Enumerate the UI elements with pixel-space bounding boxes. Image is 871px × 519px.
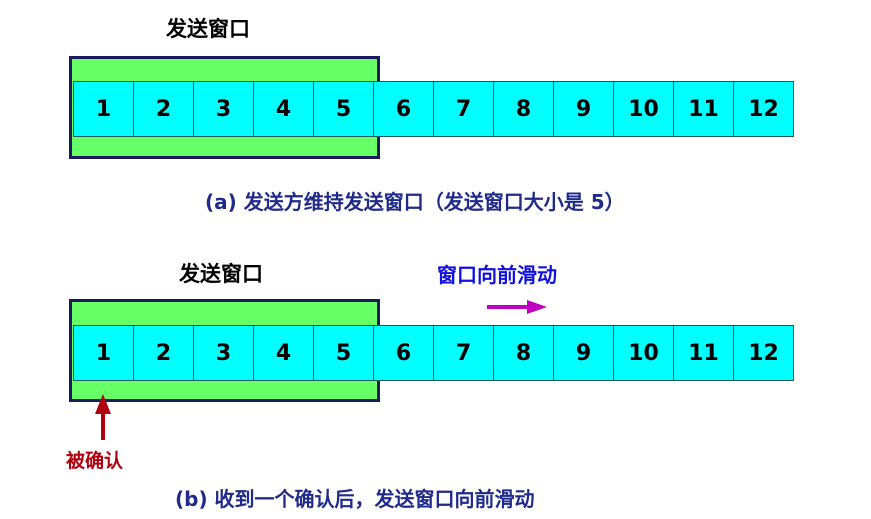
sequence-cell-a-8: 8: [493, 81, 554, 137]
sequence-cell-b-9: 9: [553, 325, 614, 381]
caption-b: (b) 收到一个确认后，发送窗口向前滑动: [175, 487, 535, 511]
sequence-cell-b-1: 1: [73, 325, 134, 381]
sequence-cell-a-12: 12: [733, 81, 794, 137]
sequence-cell-a-5: 5: [313, 81, 374, 137]
window-label-a: 发送窗口: [166, 17, 250, 41]
sequence-cell-b-7: 7: [433, 325, 494, 381]
sequence-cell-a-2: 2: [133, 81, 194, 137]
up-arrow-icon: [95, 394, 111, 440]
slide-label: 窗口向前滑动: [437, 263, 557, 287]
sequence-cell-a-1: 1: [73, 81, 134, 137]
sequence-cell-b-4: 4: [253, 325, 314, 381]
right-arrow-icon: [487, 300, 547, 314]
caption-a: (a) 发送方维持发送窗口（发送窗口大小是 5）: [205, 190, 625, 214]
window-label-b: 发送窗口: [179, 262, 263, 286]
sequence-cell-a-9: 9: [553, 81, 614, 137]
sequence-cell-b-2: 2: [133, 325, 194, 381]
sequence-cell-b-10: 10: [613, 325, 674, 381]
sequence-cell-a-11: 11: [673, 81, 734, 137]
sequence-cell-b-5: 5: [313, 325, 374, 381]
sequence-cell-b-3: 3: [193, 325, 254, 381]
acknowledged-label: 被确认: [66, 450, 124, 472]
sequence-cell-b-6: 6: [373, 325, 434, 381]
sequence-cell-b-12: 12: [733, 325, 794, 381]
